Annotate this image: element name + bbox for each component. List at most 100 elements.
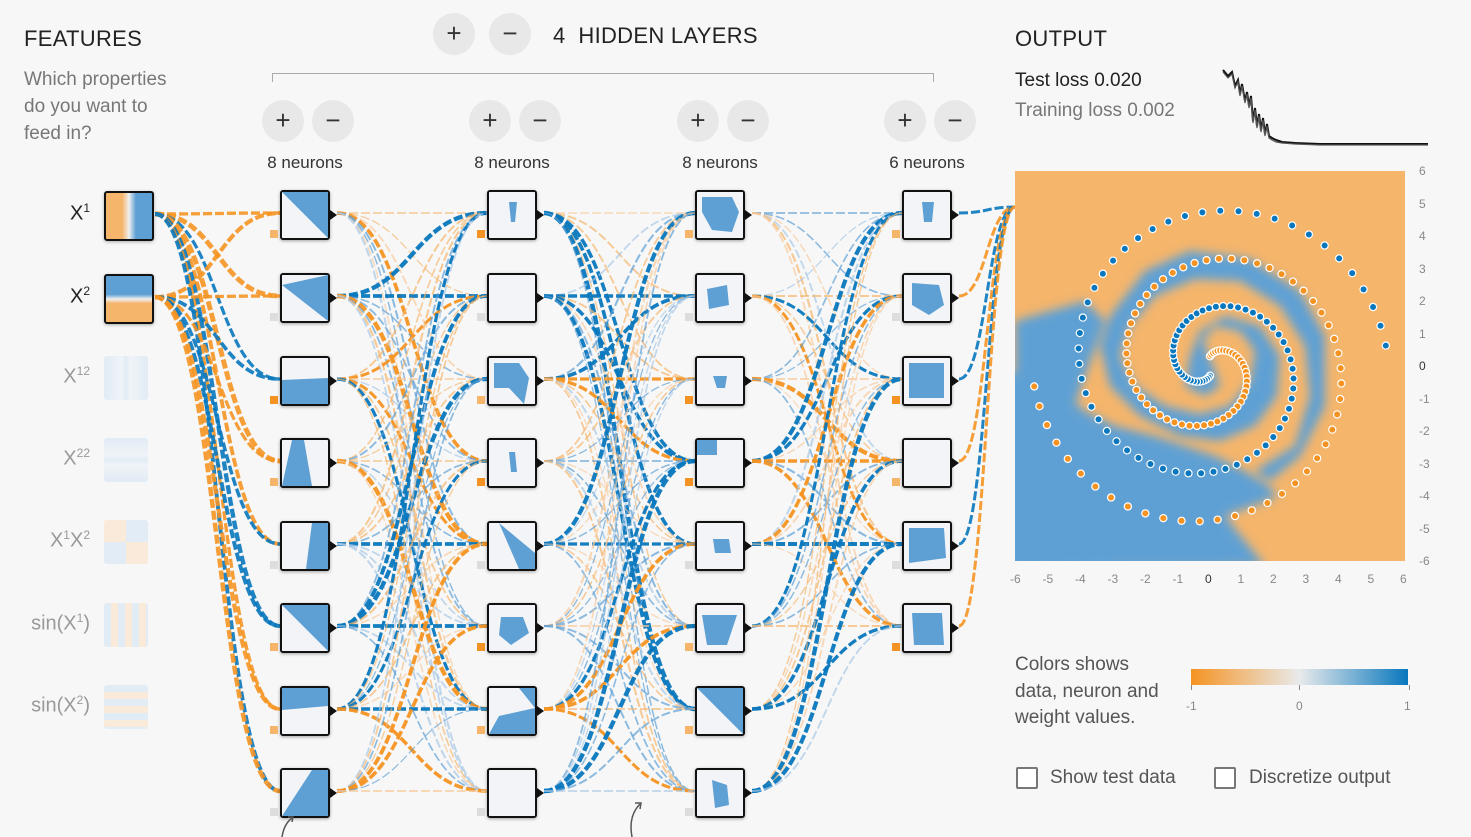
weight-connection[interactable]: [751, 376, 903, 794]
neuron-l4-n3[interactable]: [902, 356, 952, 406]
weight-connection[interactable]: [336, 460, 488, 792]
neuron-bias[interactable]: [892, 396, 900, 404]
weight-connection[interactable]: [751, 212, 903, 380]
weight-connection[interactable]: [958, 205, 1016, 546]
feature-toggle-x2sq[interactable]: [104, 438, 148, 482]
weight-connection[interactable]: [154, 295, 281, 628]
weight-connection[interactable]: [751, 625, 903, 792]
add-neuron-button-layer-3[interactable]: +: [677, 100, 719, 142]
feature-toggle-x1x2[interactable]: [104, 520, 148, 564]
show-test-data-label[interactable]: Show test data: [1050, 767, 1176, 788]
neuron-bias[interactable]: [477, 313, 485, 321]
neuron-bias[interactable]: [892, 230, 900, 238]
weight-connection[interactable]: [154, 294, 281, 299]
neuron-l2-n3[interactable]: [487, 356, 537, 406]
weight-connection[interactable]: [958, 205, 1016, 628]
weight-connection[interactable]: [751, 294, 903, 463]
weight-connection[interactable]: [336, 210, 488, 299]
neuron-l3-n7[interactable]: [695, 686, 745, 736]
weight-connection[interactable]: [751, 212, 903, 627]
weight-connection[interactable]: [336, 212, 488, 380]
neuron-bias[interactable]: [685, 561, 693, 569]
weight-connection[interactable]: [154, 294, 281, 712]
neuron-l2-n1[interactable]: [487, 190, 537, 240]
weight-connection[interactable]: [336, 624, 488, 793]
weight-connection[interactable]: [336, 378, 488, 710]
weight-connection[interactable]: [958, 205, 1016, 381]
weight-connection[interactable]: [751, 543, 903, 710]
weight-connection[interactable]: [154, 294, 281, 794]
neuron-bias[interactable]: [477, 396, 485, 404]
weight-connection[interactable]: [751, 295, 903, 627]
weight-connection[interactable]: [543, 708, 696, 792]
weight-connection[interactable]: [154, 295, 281, 381]
weight-connection[interactable]: [336, 295, 488, 462]
weight-connection[interactable]: [751, 378, 903, 710]
neuron-l1-n3[interactable]: [280, 356, 330, 406]
weight-connection[interactable]: [543, 459, 696, 711]
remove-neuron-button-layer-4[interactable]: −: [934, 100, 976, 142]
neuron-l3-n2[interactable]: [695, 273, 745, 323]
weight-connection[interactable]: [751, 211, 903, 546]
weight-connection[interactable]: [336, 212, 488, 462]
weight-connection[interactable]: [751, 295, 903, 710]
neuron-l1-n8[interactable]: [280, 768, 330, 818]
weight-connection[interactable]: [154, 295, 281, 463]
neuron-l2-n4[interactable]: [487, 438, 537, 488]
weight-connection[interactable]: [751, 212, 903, 792]
neuron-bias[interactable]: [270, 561, 278, 569]
weight-connection[interactable]: [751, 294, 903, 546]
add-neuron-button-layer-4[interactable]: +: [884, 100, 926, 142]
neuron-l1-n5[interactable]: [280, 521, 330, 571]
weight-connection[interactable]: [336, 212, 488, 627]
neuron-l3-n4[interactable]: [695, 438, 745, 488]
weight-connection[interactable]: [543, 625, 696, 792]
weight-connection[interactable]: [336, 212, 488, 627]
weight-connection[interactable]: [543, 543, 696, 710]
weight-connection[interactable]: [543, 623, 696, 794]
neuron-bias[interactable]: [685, 726, 693, 734]
neuron-l2-n6[interactable]: [487, 603, 537, 653]
weight-connection[interactable]: [336, 543, 488, 710]
weight-connection[interactable]: [751, 212, 903, 710]
weight-connection[interactable]: [336, 378, 488, 545]
weight-connection[interactable]: [543, 543, 696, 792]
output-heatmap[interactable]: [1015, 171, 1405, 561]
weight-connection[interactable]: [336, 295, 488, 545]
weight-connection[interactable]: [336, 295, 488, 710]
weight-connection[interactable]: [543, 542, 696, 628]
weight-connection[interactable]: [543, 460, 696, 627]
weight-connection[interactable]: [336, 294, 488, 711]
feature-toggle-x1[interactable]: [104, 191, 154, 241]
weight-connection[interactable]: [751, 212, 903, 297]
weight-connection[interactable]: [336, 460, 488, 627]
neuron-l3-n3[interactable]: [695, 356, 745, 406]
weight-connection[interactable]: [336, 377, 488, 546]
neuron-l2-n2[interactable]: [487, 273, 537, 323]
neuron-bias[interactable]: [477, 726, 485, 734]
weight-connection[interactable]: [336, 459, 488, 711]
weight-connection[interactable]: [336, 542, 488, 793]
weight-connection[interactable]: [336, 295, 488, 792]
neuron-bias[interactable]: [892, 313, 900, 321]
neuron-bias[interactable]: [270, 478, 278, 486]
neuron-l4-n5[interactable]: [902, 521, 952, 571]
neuron-bias[interactable]: [270, 396, 278, 404]
feature-toggle-sinx2[interactable]: [104, 685, 148, 729]
neuron-l3-n8[interactable]: [695, 768, 745, 818]
neuron-bias[interactable]: [477, 478, 485, 486]
neuron-l4-n6[interactable]: [902, 603, 952, 653]
neuron-bias[interactable]: [685, 396, 693, 404]
feature-toggle-x1sq[interactable]: [104, 356, 148, 400]
neuron-bias[interactable]: [892, 643, 900, 651]
weight-connection[interactable]: [751, 211, 903, 546]
weight-connection[interactable]: [336, 211, 488, 546]
remove-neuron-button-layer-3[interactable]: −: [727, 100, 769, 142]
weight-connection[interactable]: [543, 378, 696, 545]
weight-connection[interactable]: [336, 378, 488, 792]
weight-connection[interactable]: [751, 295, 903, 462]
neuron-bias[interactable]: [477, 230, 485, 238]
add-neuron-button-layer-2[interactable]: +: [469, 100, 511, 142]
weight-connection[interactable]: [751, 460, 903, 627]
weight-connection[interactable]: [958, 205, 1016, 298]
